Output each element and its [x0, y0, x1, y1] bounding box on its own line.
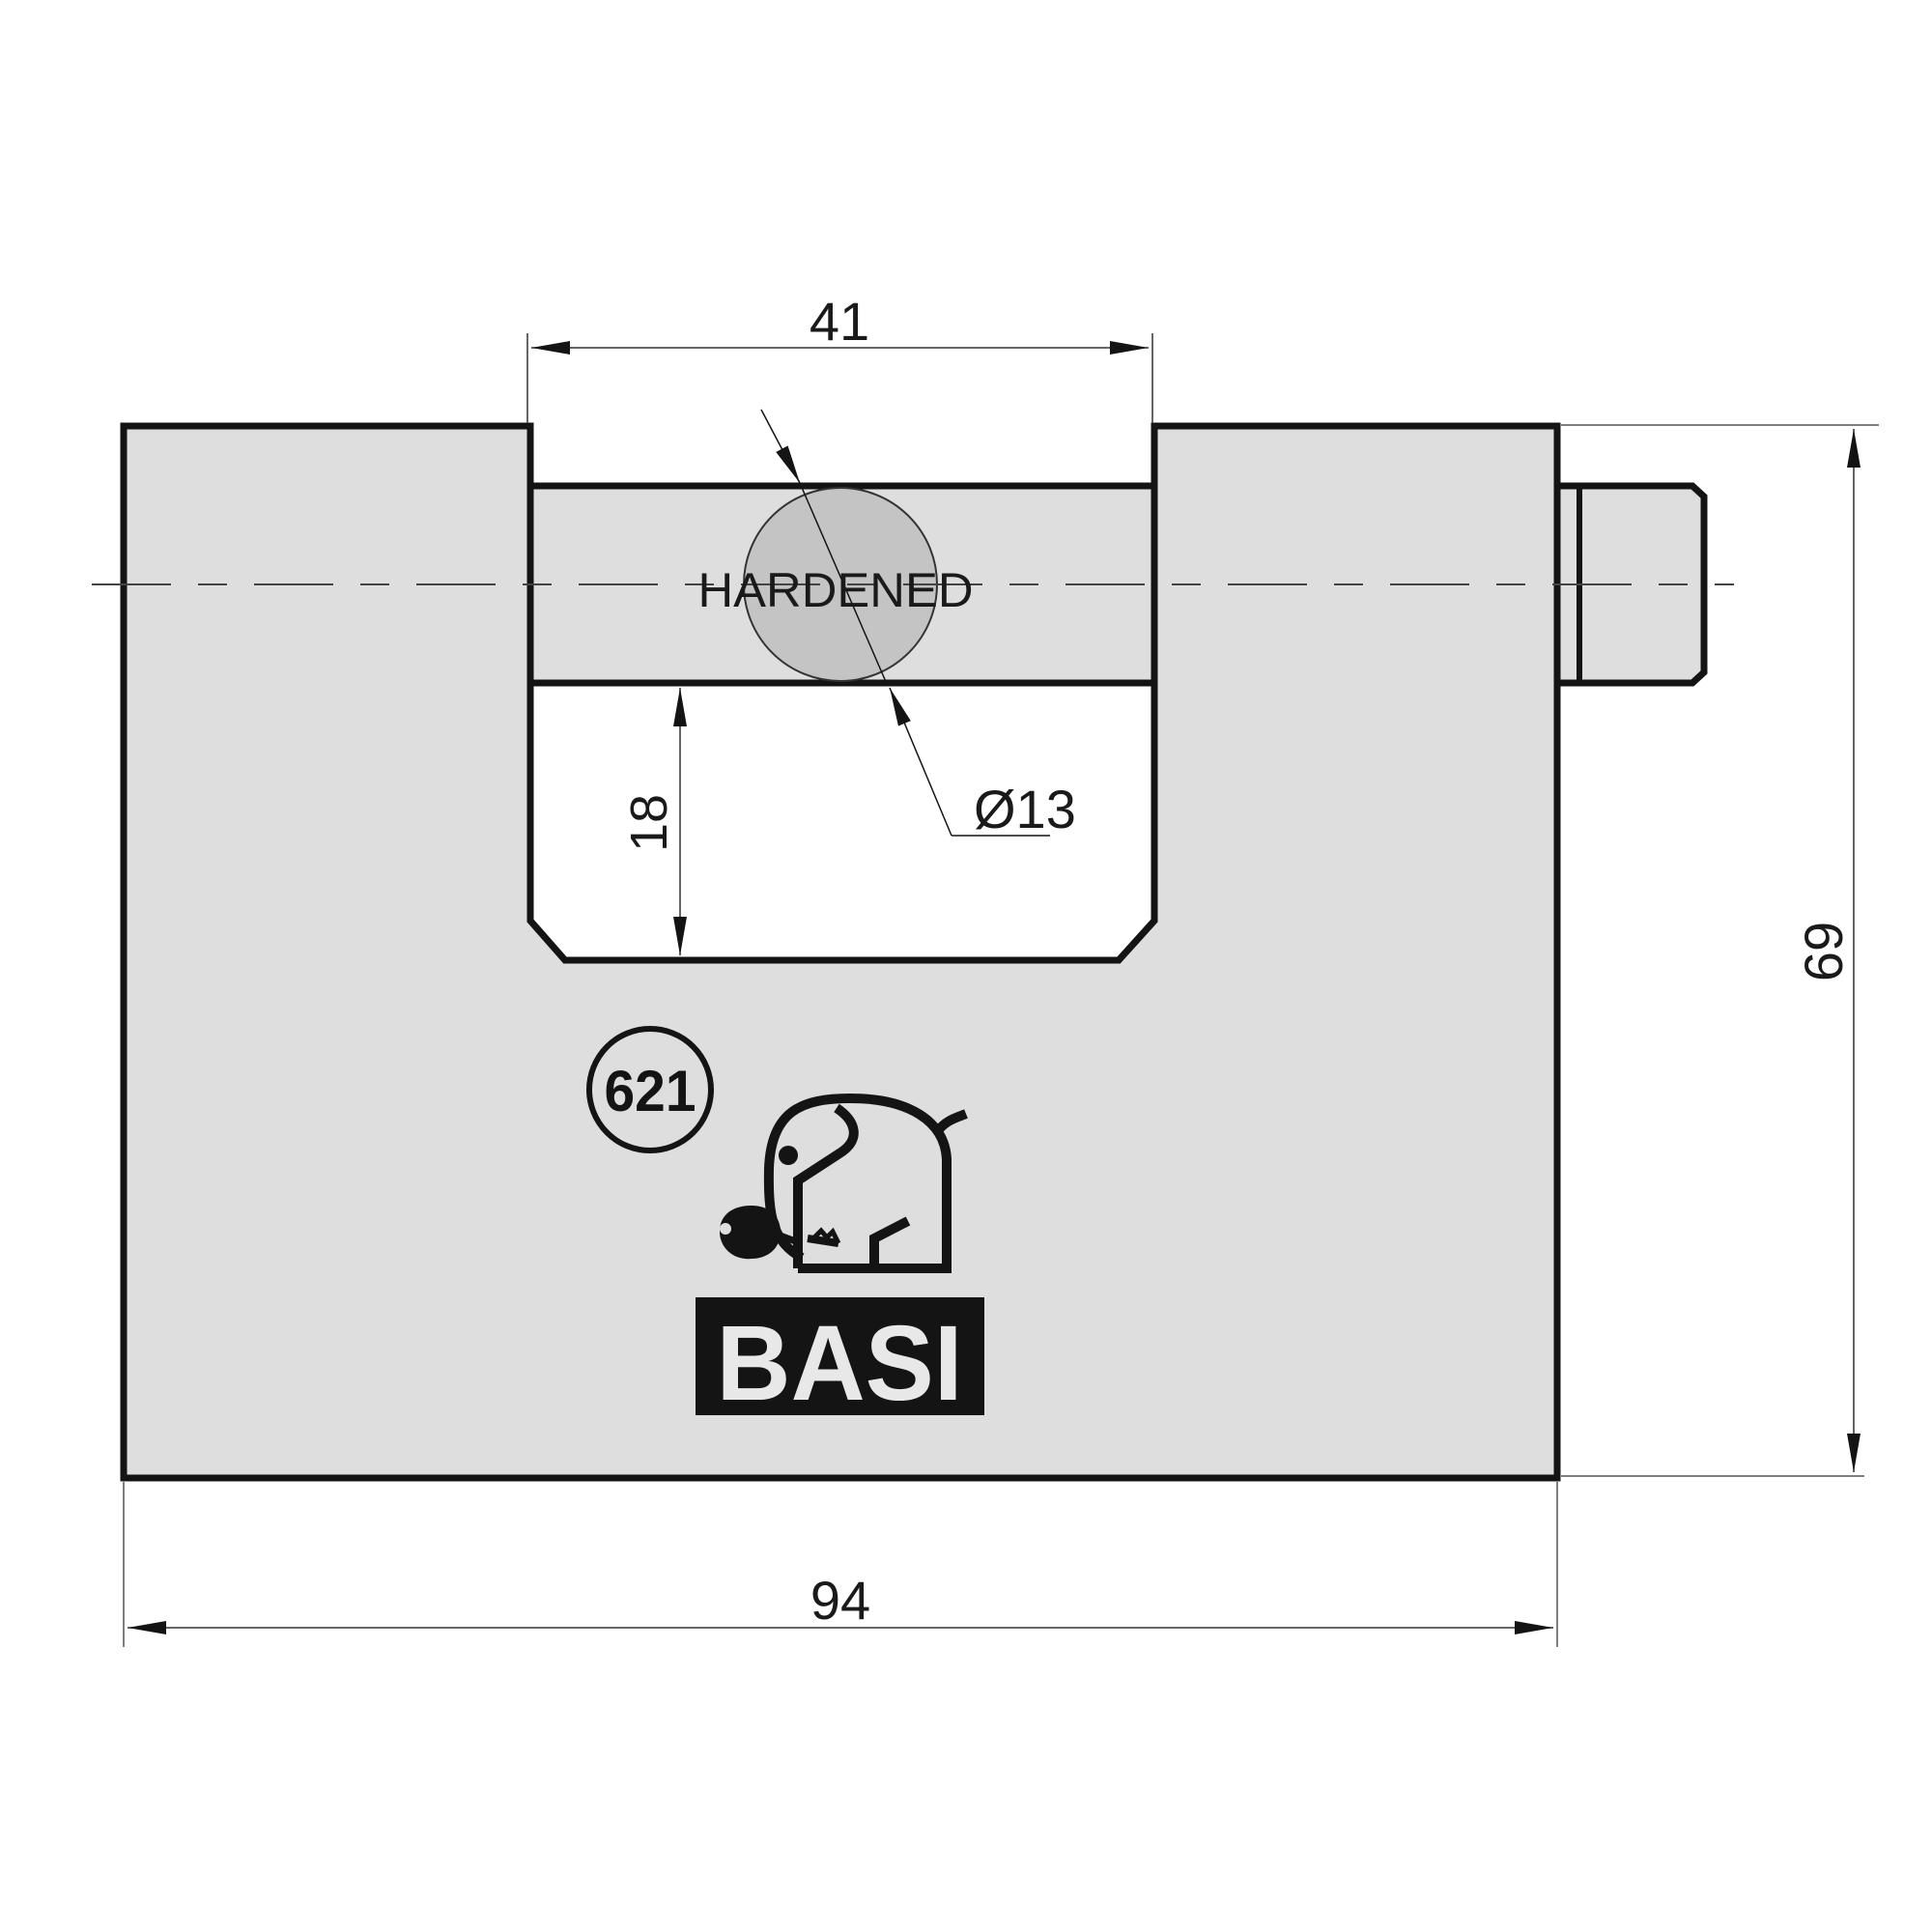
elephant-logo-icon: [720, 1093, 968, 1273]
brand-name: BASI: [717, 1304, 963, 1423]
dimension-diameter-13: Ø13: [760, 409, 1076, 839]
dim-label-94: 94: [810, 1570, 870, 1631]
dimension-18: 18: [620, 688, 687, 955]
dim-label-diameter: Ø13: [974, 779, 1076, 839]
dim-label-18: 18: [620, 794, 678, 852]
notch-top-gap: [533, 426, 1151, 482]
brand-logo: BASI: [696, 1297, 984, 1423]
dimension-69: 69: [1561, 424, 1879, 1477]
model-number-badge: 621: [586, 1026, 714, 1153]
dim-label-69: 69: [1793, 922, 1854, 981]
dimension-41: 41: [526, 291, 1153, 423]
dimension-94: 94: [123, 1482, 1558, 1647]
dim-label-41: 41: [810, 291, 869, 352]
model-number: 621: [605, 1059, 696, 1123]
hardened-label: HARDENED: [698, 563, 974, 617]
